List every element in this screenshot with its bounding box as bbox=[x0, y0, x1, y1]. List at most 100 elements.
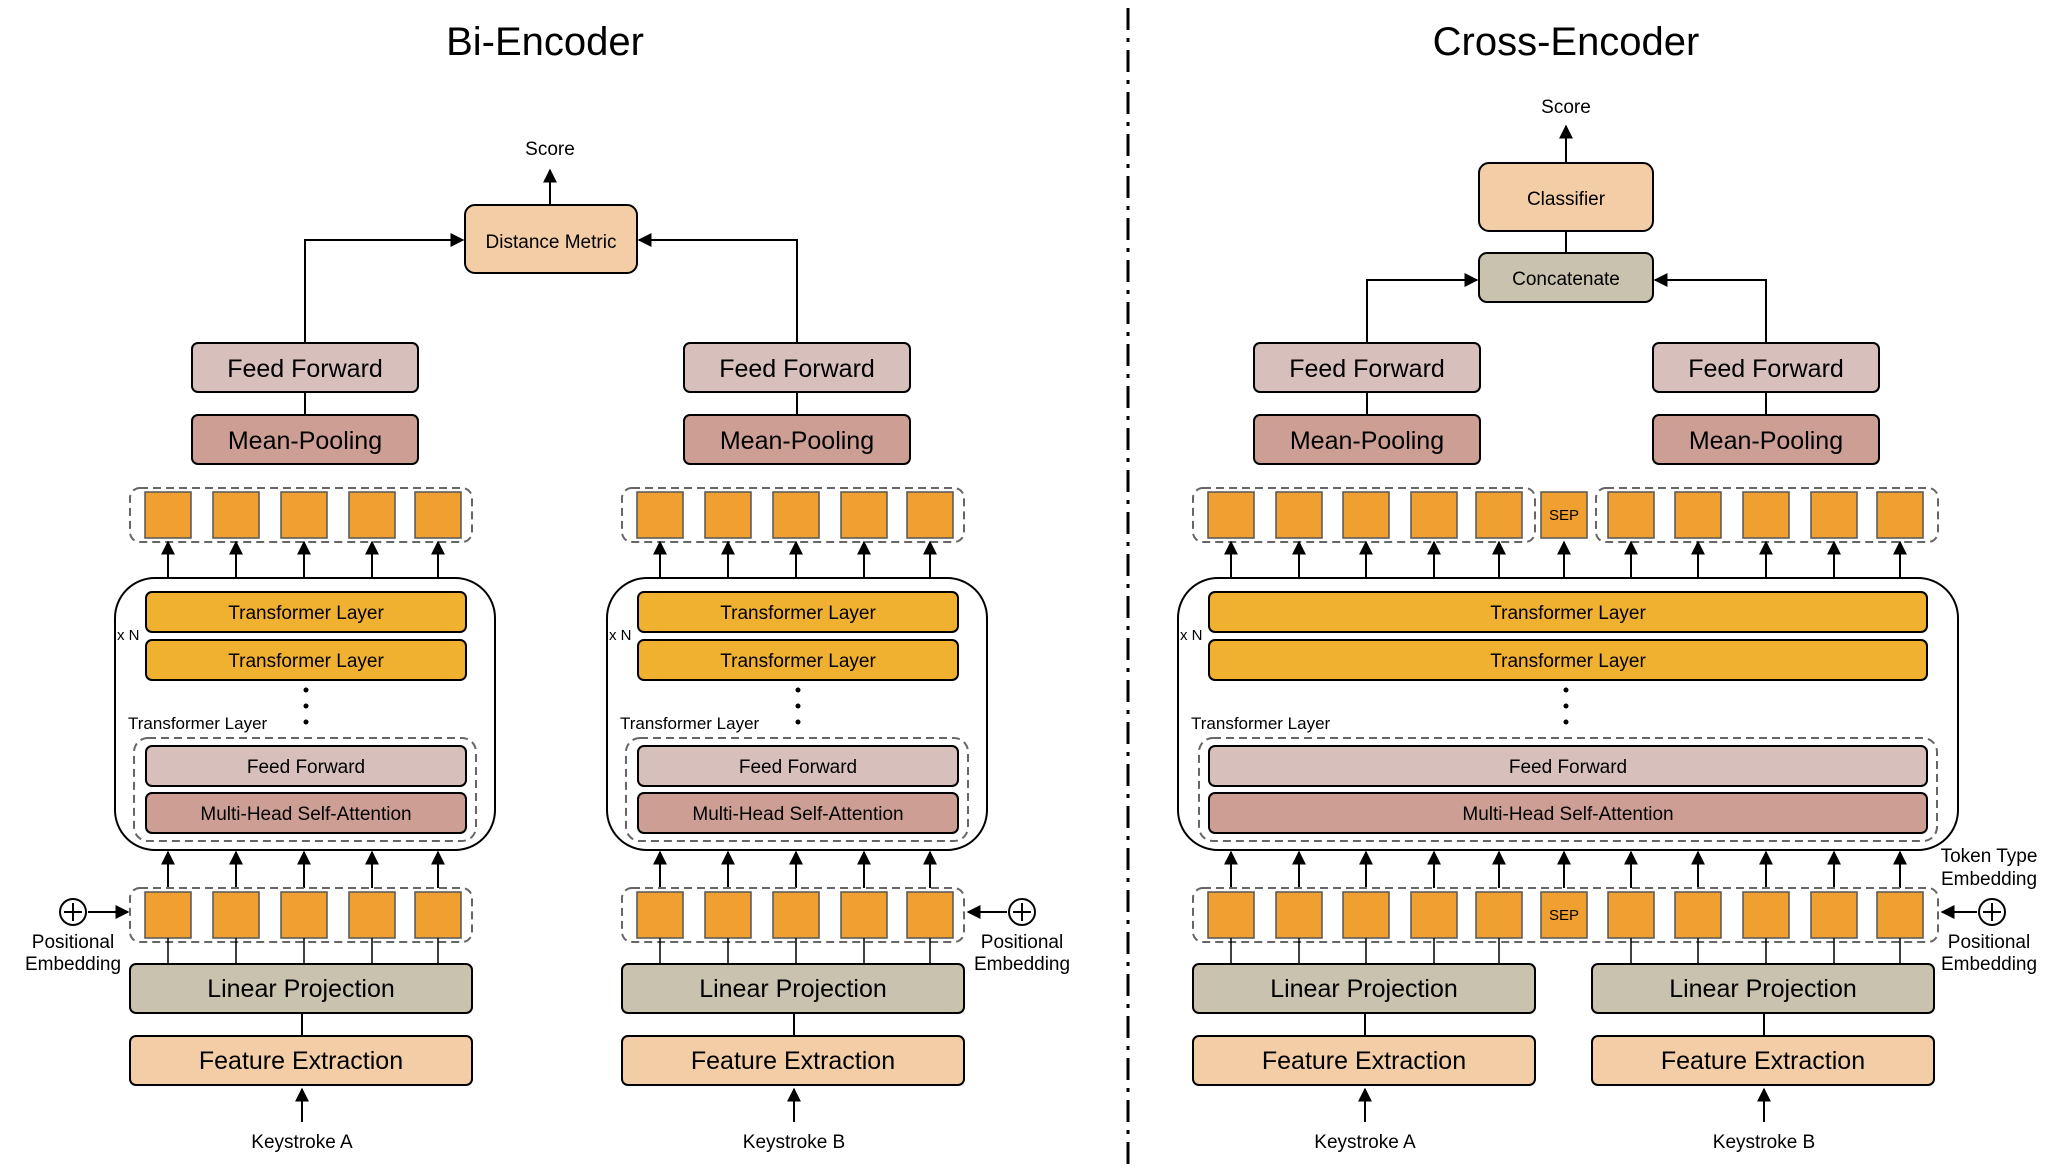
xn-label: x N bbox=[117, 627, 140, 644]
mean-pooling-label: Mean-Pooling bbox=[228, 427, 382, 455]
transformer-encoder-block bbox=[606, 577, 988, 851]
input-token bbox=[772, 891, 820, 939]
inner-feed-forward-label: Feed Forward bbox=[247, 757, 365, 778]
output-token bbox=[906, 491, 954, 539]
distance-metric-label: Distance Metric bbox=[486, 232, 617, 253]
transformer-encoder-block bbox=[1177, 577, 1959, 851]
feature-extraction-label: Feature Extraction bbox=[691, 1047, 895, 1075]
mean-pooling-box bbox=[683, 414, 911, 465]
mhsa-label: Multi-Head Self-Attention bbox=[200, 804, 411, 825]
bi-left-to-metric-arrow bbox=[304, 233, 465, 343]
cross-score-label: Score bbox=[1541, 97, 1591, 118]
feed-forward-label: Feed Forward bbox=[227, 355, 383, 383]
input-token bbox=[348, 891, 396, 939]
transformer-layer-box bbox=[1208, 639, 1928, 681]
transformer-layer-detail bbox=[1198, 737, 1938, 842]
feature-extraction-label: Feature Extraction bbox=[1661, 1047, 1865, 1075]
transformer-layer-box bbox=[145, 639, 467, 681]
inner-feed-forward-label: Feed Forward bbox=[739, 757, 857, 778]
transformer-layer-caption: Transformer Layer bbox=[128, 714, 268, 733]
xn-label: x N bbox=[1180, 627, 1203, 644]
feature-extraction-box bbox=[1591, 1035, 1935, 1086]
input-token bbox=[1410, 891, 1458, 939]
bi-right-tower: Feed Forward Mean-Pooling x N Transforme… bbox=[606, 342, 1070, 1153]
transformer-layer-label: Transformer Layer bbox=[1490, 651, 1646, 672]
output-token bbox=[1674, 491, 1722, 539]
input-token bbox=[414, 891, 462, 939]
input-token bbox=[840, 891, 888, 939]
distance-metric-box bbox=[464, 204, 638, 274]
mhsa-label: Multi-Head Self-Attention bbox=[692, 804, 903, 825]
output-token bbox=[1742, 491, 1790, 539]
output-token bbox=[1275, 491, 1323, 539]
token-type-embedding-label: Embedding bbox=[1941, 869, 2037, 890]
mean-pooling-label: Mean-Pooling bbox=[1689, 427, 1843, 455]
linear-projection-label: Linear Projection bbox=[1669, 975, 1857, 1003]
concatenate-label: Concatenate bbox=[1512, 269, 1620, 290]
inner-feed-forward-label: Feed Forward bbox=[1509, 757, 1627, 778]
feature-extraction-label: Feature Extraction bbox=[1262, 1047, 1466, 1075]
output-token bbox=[212, 491, 260, 539]
transformer-layer-caption: Transformer Layer bbox=[620, 714, 760, 733]
feature-extraction-box bbox=[129, 1035, 473, 1086]
positional-embedding-label: Embedding bbox=[1941, 954, 2037, 975]
bi-score-label: Score bbox=[525, 139, 575, 160]
keystroke-input-label: Keystroke A bbox=[251, 1132, 353, 1153]
output-token bbox=[1410, 491, 1458, 539]
mean-pooling-box bbox=[1652, 414, 1880, 465]
input-token bbox=[1207, 891, 1255, 939]
output-token bbox=[348, 491, 396, 539]
positional-embedding-label: Embedding bbox=[25, 954, 121, 975]
input-token bbox=[1810, 891, 1858, 939]
feed-forward-label: Feed Forward bbox=[1289, 355, 1445, 383]
output-token bbox=[636, 491, 684, 539]
input-token bbox=[704, 891, 752, 939]
sep-token bbox=[1540, 891, 1588, 939]
keystroke-input-label: Keystroke B bbox=[1713, 1132, 1815, 1153]
keystroke-input-label: Keystroke A bbox=[1314, 1132, 1416, 1153]
bi-encoder-title: Bi-Encoder bbox=[446, 20, 644, 64]
positional-embedding-label: Positional bbox=[1948, 932, 2030, 953]
output-token bbox=[1607, 491, 1655, 539]
inner-feed-forward-box bbox=[637, 745, 959, 787]
concatenate-box bbox=[1478, 252, 1654, 303]
output-token bbox=[1207, 491, 1255, 539]
output-token bbox=[1342, 491, 1390, 539]
transformer-layer-box bbox=[1208, 591, 1928, 633]
sep-token-label: SEP bbox=[1549, 507, 1579, 524]
inner-feed-forward-box bbox=[1208, 745, 1928, 787]
input-token bbox=[1742, 891, 1790, 939]
transformer-layer-label: Transformer Layer bbox=[720, 651, 876, 672]
transformer-layer-label: Transformer Layer bbox=[228, 651, 384, 672]
plus-circle-icon bbox=[1008, 898, 1036, 926]
input-token bbox=[1342, 891, 1390, 939]
mean-pooling-box bbox=[191, 414, 419, 465]
sep-token bbox=[1540, 491, 1588, 539]
transformer-layer-box bbox=[637, 591, 959, 633]
bi-left-tower: Feed Forward Mean-Pooling x N Transforme… bbox=[25, 342, 496, 1153]
input-token-group bbox=[621, 887, 965, 943]
transformer-layer-label: Transformer Layer bbox=[228, 603, 384, 624]
keystroke-input-label: Keystroke B bbox=[743, 1132, 845, 1153]
output-token bbox=[772, 491, 820, 539]
mhsa-box bbox=[637, 792, 959, 834]
transformer-layer-box bbox=[637, 639, 959, 681]
input-token bbox=[144, 891, 192, 939]
input-token bbox=[212, 891, 260, 939]
xn-label: x N bbox=[609, 627, 632, 644]
linear-projection-label: Linear Projection bbox=[207, 975, 395, 1003]
linear-projection-label: Linear Projection bbox=[1270, 975, 1458, 1003]
output-token bbox=[1876, 491, 1924, 539]
token-type-embedding-label: Token Type bbox=[1941, 846, 2038, 867]
positional-embedding-label: Positional bbox=[32, 932, 114, 953]
input-token bbox=[636, 891, 684, 939]
positional-embedding-label: Positional bbox=[981, 932, 1063, 953]
inner-feed-forward-box bbox=[145, 745, 467, 787]
mhsa-box bbox=[145, 792, 467, 834]
transformer-encoder-block bbox=[114, 577, 496, 851]
sep-token-label: SEP bbox=[1549, 907, 1579, 924]
transformer-layer-label: Transformer Layer bbox=[720, 603, 876, 624]
plus-circle-icon bbox=[1978, 898, 2006, 926]
feature-extraction-label: Feature Extraction bbox=[199, 1047, 403, 1075]
plus-circle-icon bbox=[59, 898, 87, 926]
